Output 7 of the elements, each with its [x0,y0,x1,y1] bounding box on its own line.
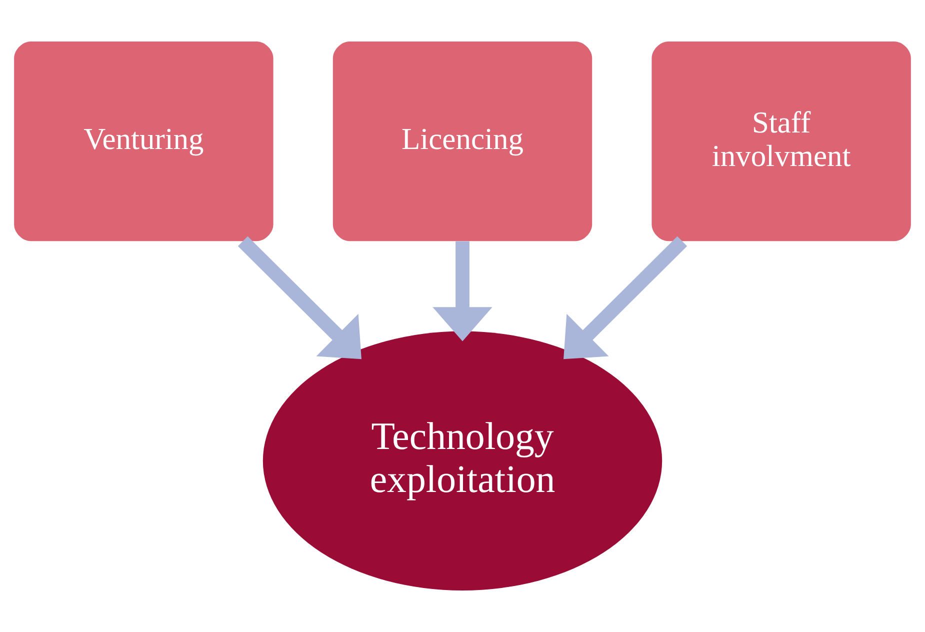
arrow [564,236,688,360]
node-box: Licencing [332,42,592,242]
node-box: Staff involvment [652,42,911,242]
node-box: Venturing [14,42,274,242]
arrow [238,236,362,360]
node-ellipse: Technology exploitation [262,331,662,590]
arrow [432,241,492,342]
